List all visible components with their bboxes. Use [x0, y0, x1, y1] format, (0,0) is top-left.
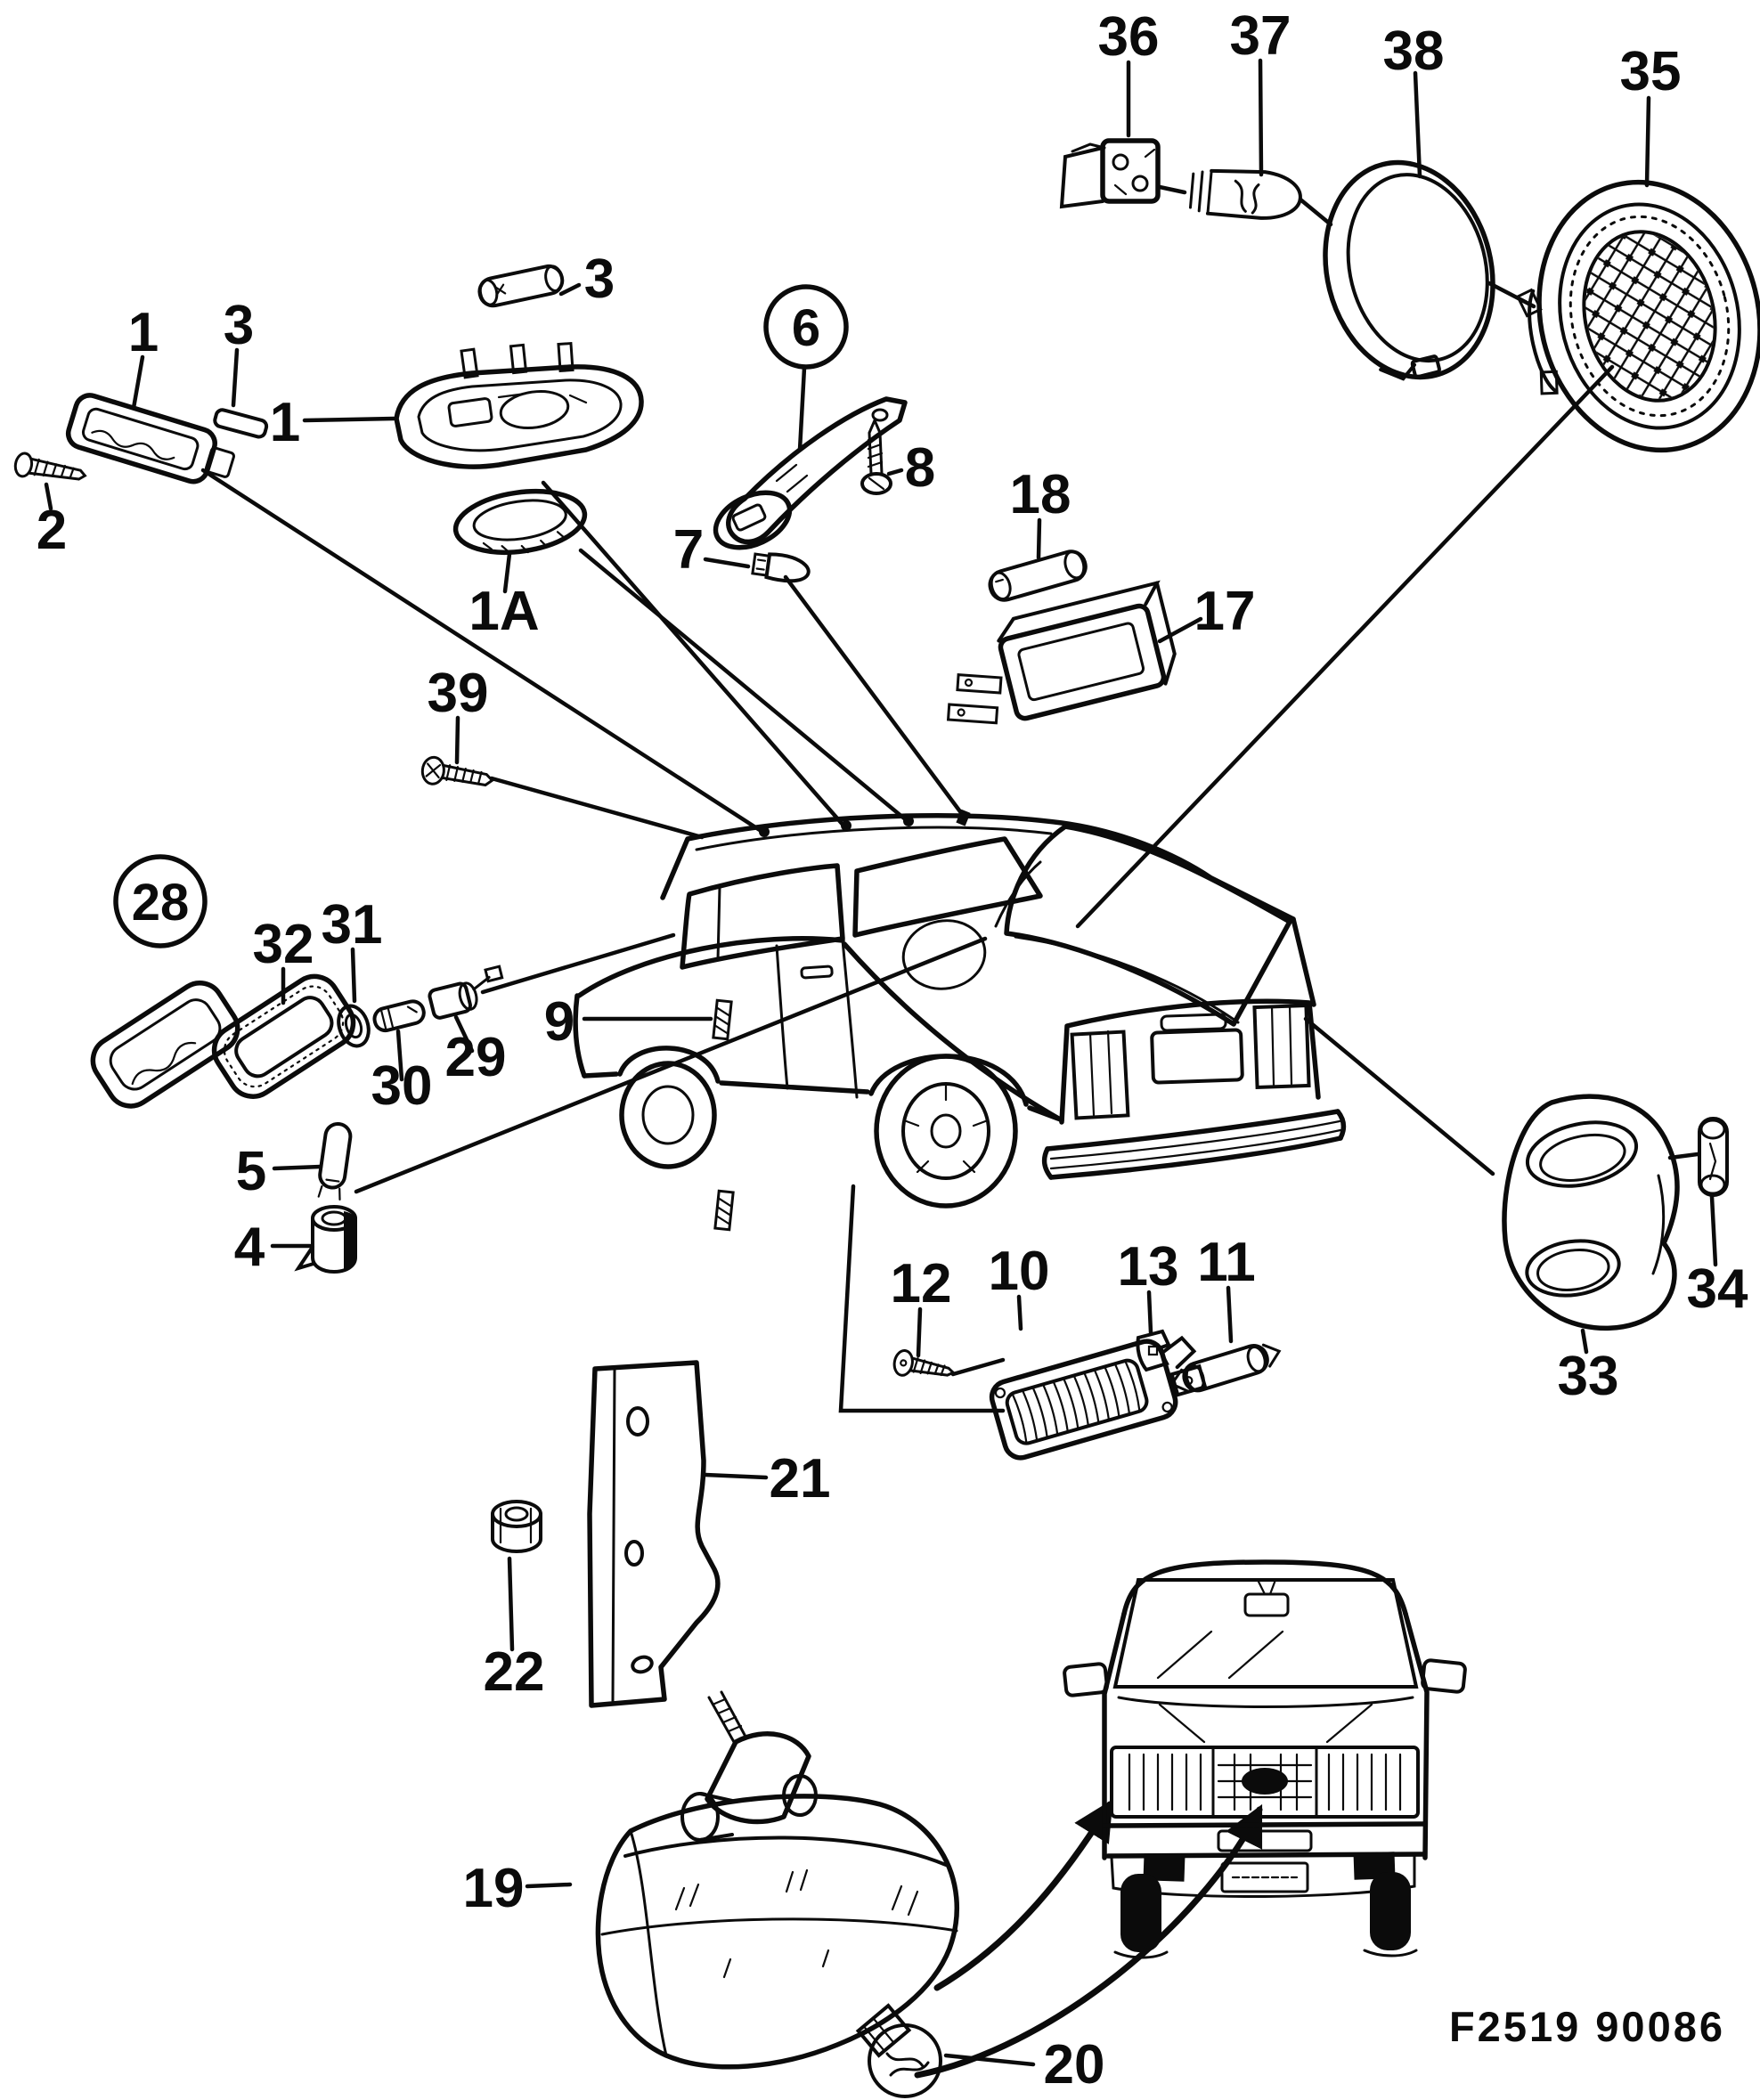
car-front-view	[1063, 1559, 1467, 1959]
part-6-handle-lamp	[713, 396, 908, 550]
part-18-festoon-bulb	[988, 549, 1088, 602]
callout-leader-lines	[44, 58, 1718, 2079]
part-19-fog-lamp	[595, 1794, 959, 2070]
callout-22-nut: 22	[484, 1641, 545, 1703]
part-38-trim-ring	[1323, 159, 1495, 381]
callout-36-socket: 36	[1098, 6, 1160, 68]
callout-35-lamp: 35	[1620, 41, 1682, 102]
callout-6-circle	[763, 284, 849, 370]
callout-13-clip: 13	[1118, 1236, 1179, 1298]
callout-28-circle	[113, 854, 208, 948]
part-13-clip	[1136, 1329, 1171, 1372]
part-12-screw	[892, 1348, 956, 1377]
callout-17-lamp: 17	[1194, 581, 1256, 642]
callout-4-socket: 4	[234, 1217, 265, 1278]
part-3-lens-strip	[213, 408, 269, 439]
callout-1a-gasket: 1A	[469, 581, 539, 642]
callout-6-handle: 6	[792, 299, 820, 357]
drawing-number: F2519 90086	[1449, 2003, 1725, 2050]
callout-38-ring: 38	[1383, 20, 1445, 82]
part-28-marker-lens	[90, 981, 240, 1109]
part-17-luggage-lamp	[946, 580, 1177, 725]
part-1a-gasket	[452, 489, 588, 555]
part-32-gasket	[211, 973, 356, 1099]
callout-10-lamp: 10	[989, 1241, 1050, 1302]
part-31-oring	[337, 1004, 371, 1048]
part-33-lamp-cover	[1502, 1094, 1680, 1331]
part-8-screw	[860, 417, 892, 495]
part-19-mount-hardware	[680, 1690, 818, 1842]
part-20-bulb	[855, 2003, 942, 2098]
callout-8-screw: 8	[905, 437, 935, 499]
callout-9-marker: 9	[544, 991, 574, 1053]
callout-7-bulb: 7	[673, 519, 704, 581]
callout-1-lens: 1	[128, 302, 159, 363]
callout-31-oring: 31	[322, 894, 383, 956]
part-5-bulb	[317, 1121, 353, 1201]
part-34-festoon-bulb	[1698, 1117, 1729, 1197]
part-3-festoon-bulb	[477, 264, 565, 308]
callout-19-foglamp: 19	[463, 1858, 525, 1919]
part-22-nut	[491, 1500, 542, 1554]
part-1-dome-housing	[394, 341, 644, 469]
part-2-screw	[13, 452, 87, 481]
part-37-bulb	[1188, 168, 1302, 220]
callout-labels: 1 3 2 1 3 1A 6 7 8 18 17 36 37 38 35 39 …	[37, 5, 1748, 2096]
callout-39-screw: 39	[428, 663, 489, 724]
callout-28-group: 28	[132, 874, 190, 932]
part-21-bracket	[587, 1360, 721, 1708]
callout-1-housing: 1	[270, 392, 300, 453]
part-7-bulb	[751, 552, 811, 583]
part-1-marker-lens	[65, 393, 235, 484]
callout-33-cover: 33	[1558, 1346, 1619, 1407]
part-36-bulb-socket	[1059, 138, 1161, 209]
callout-12-screw: 12	[891, 1253, 952, 1315]
callout-11-bulb: 11	[1197, 1232, 1256, 1293]
part-30-bulb	[372, 999, 426, 1033]
part-11-festoon-bulb	[1169, 1343, 1282, 1393]
callout-3-strip: 3	[224, 295, 254, 356]
callout-3-festoon: 3	[584, 248, 615, 310]
callout-34-bulb: 34	[1687, 1258, 1748, 1320]
callout-5-bulb: 5	[236, 1141, 266, 1202]
callout-37-bulb: 37	[1230, 5, 1291, 67]
part-29-socket	[428, 965, 504, 1020]
part-39-screw	[420, 755, 494, 787]
callout-2-screw: 2	[37, 500, 67, 561]
part-10-license-lamp	[989, 1335, 1208, 1461]
callout-29-socket: 29	[445, 1027, 507, 1088]
callout-32-gasket: 32	[253, 914, 314, 975]
callout-20-bulb: 20	[1044, 2034, 1105, 2096]
callout-18-bulb: 18	[1010, 464, 1071, 525]
car-rear-three-quarter-view	[573, 809, 1347, 1232]
callout-21-bracket: 21	[770, 1448, 831, 1510]
callout-30-bulb: 30	[371, 1055, 433, 1117]
part-4-socket	[294, 1205, 357, 1274]
part-35-courtesy-lamp	[1515, 179, 1760, 453]
